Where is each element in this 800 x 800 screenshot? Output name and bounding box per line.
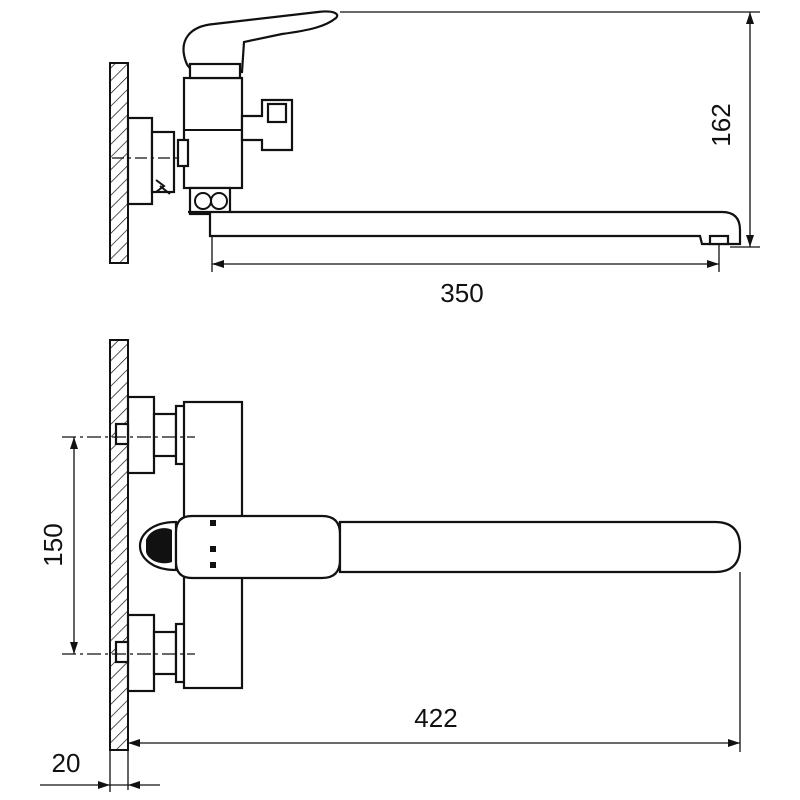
dim-label-150: 150 [38,523,68,566]
side-swivel-nut [188,186,232,216]
side-wall-flange [112,116,190,206]
dim-20: 20 [40,748,160,792]
side-spout [188,210,742,246]
side-wall-hatch [109,62,129,264]
front-upper-eccentric [114,395,188,475]
front-wall-hatch [109,339,129,751]
front-handle [174,514,342,580]
side-aerator [708,234,730,246]
side-mixer-body [176,76,294,190]
dim-label-162: 162 [706,103,736,146]
dim-label-422: 422 [414,703,457,733]
side-handle-base [188,62,242,80]
front-spout [338,520,742,574]
dim-150: 150 [38,436,195,655]
front-lower-eccentric [114,613,188,693]
dim-350: 350 [211,236,720,308]
dim-162: 162 [340,11,760,248]
dim-label-20: 20 [52,748,81,778]
front-view: 150 422 20 [38,339,742,792]
side-view: 162 350 [109,10,760,308]
dim-422: 422 [127,572,741,790]
dim-label-350: 350 [440,278,483,308]
